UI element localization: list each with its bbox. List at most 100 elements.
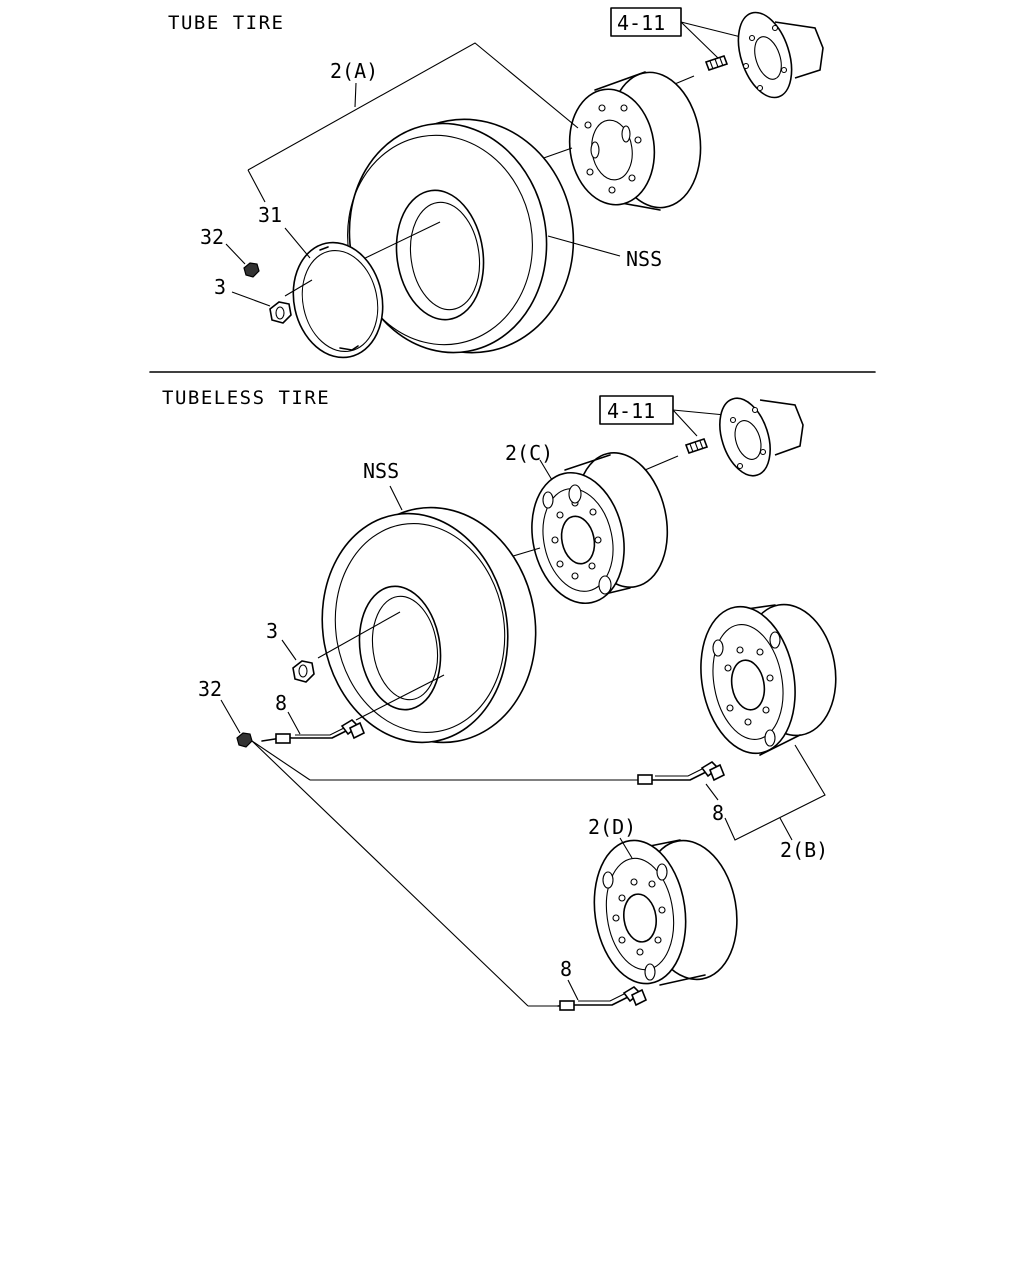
tube-ring-label: 31: [258, 203, 282, 227]
tubeless-nut-leader: [281, 639, 297, 661]
tubeless-wheel-b-vent-hole: [764, 729, 776, 747]
tube-axis-ring: [284, 279, 313, 297]
tubeless-valve-3-cap: [559, 1000, 575, 1011]
tubeless-wheel-b-bolt-hole: [726, 704, 734, 712]
tube-wheel[interactable]: [562, 66, 709, 213]
tubeless-hub[interactable]: [711, 392, 804, 482]
tube-wheel-bolt-hole: [608, 186, 616, 194]
tubeless-valve-1-nut: [348, 721, 366, 740]
tubeless-wheel-b-face-ring: [712, 624, 784, 740]
tube-hub[interactable]: [729, 6, 824, 105]
tubeless-hub-bore: [734, 420, 762, 460]
tubeless-wheel-b-bolt-hole: [756, 648, 764, 656]
tubeless-wheel-d-bore: [623, 893, 657, 943]
tubeless-link-to-valve-3-diagonal: [251, 740, 529, 1007]
tubeless-nut-cap-shape: [236, 732, 253, 748]
tubeless-wheel-d-bolt-hole: [618, 936, 626, 944]
tube-hub-bolt-hole: [756, 84, 764, 92]
tube-ref-leader-stud: [680, 21, 719, 59]
tube-ring-gap: [339, 345, 359, 351]
tubeless-wheel-d-bolt-hole: [630, 878, 638, 886]
tube-hub-flange: [737, 11, 793, 99]
tube-ref-leader-hub: [680, 21, 746, 39]
tube-stud[interactable]: [704, 54, 729, 72]
tube-tire[interactable]: [331, 103, 592, 370]
tubeless-stud-thread: [699, 440, 704, 450]
tubeless-tire-bead-inner: [371, 595, 439, 701]
tube-ref-box[interactable]: 4-11: [610, 7, 746, 59]
tubeless-hub-bolt-hole: [759, 448, 767, 456]
tubeless-wheel-d-vent-hole: [656, 863, 668, 881]
tubeless-wheel-b-bolt-hole: [766, 674, 774, 682]
tubeless-section-title: TUBELESS TIRE: [162, 387, 330, 409]
tubeless-wheel-c-bolt-hole: [589, 508, 597, 516]
tubeless-axis-stud: [644, 455, 679, 471]
tube-wheel-bolt-hole: [628, 174, 636, 182]
tube-section-title: TUBE TIRE: [168, 12, 284, 34]
tube-side-ring[interactable]: [283, 234, 393, 366]
tube-nut-cap-shape: [243, 262, 260, 278]
tubeless-nut-cap-label: 32: [198, 677, 222, 701]
tube-hub-bore: [754, 36, 782, 80]
tube-tire-label: NSS: [626, 247, 662, 271]
tubeless-wheel-b-bracket: [724, 744, 826, 841]
tubeless-valve-3[interactable]: [557, 985, 648, 1011]
tubeless-tire-tread-line: [334, 523, 506, 733]
tube-stud-thread: [719, 57, 724, 67]
tubeless-wheel-c-label: 2(C): [505, 441, 553, 465]
tube-bracket-line: [247, 42, 579, 171]
tubeless-wheel-b-label: 2(B): [780, 838, 828, 862]
tube-nut-cap[interactable]: [243, 262, 260, 278]
tubeless-wheel-d-bolt-hole: [648, 880, 656, 888]
tubeless-hub-body: [759, 399, 804, 456]
tubeless-nut[interactable]: [292, 660, 315, 683]
tube-ring-gap: [319, 246, 329, 251]
tubeless-wheel-b-bracket-line: [779, 817, 793, 841]
tube-hub-bolt-hole: [742, 62, 750, 70]
tube-hub-body: [774, 21, 824, 79]
tubeless-valve-2[interactable]: [637, 760, 726, 785]
tubeless-wheel-c[interactable]: [520, 444, 679, 612]
tubeless-valve-3-label: 8: [560, 957, 572, 981]
tubeless-wheel-c-vent-hole: [568, 484, 582, 504]
tube-nut-cap-leader: [225, 243, 246, 265]
tubeless-stud[interactable]: [684, 437, 709, 455]
tubeless-stud-thread: [694, 441, 699, 451]
tubeless-wheel-b-vent-hole: [712, 639, 724, 657]
tubeless-valve-1-leader: [287, 711, 301, 735]
tubeless-ref-leader-stud: [672, 409, 698, 437]
tube-nut-leader: [231, 291, 271, 307]
tubeless-tire-leader: [389, 485, 403, 511]
tubeless-valve-2-nut: [708, 763, 726, 782]
tubeless-wheel-d-edge: [659, 974, 706, 986]
tube-hub-bolt-hole: [748, 34, 756, 42]
tubeless-wheel-d-bolt-hole: [658, 906, 666, 914]
tubeless-axis-tire: [317, 611, 401, 659]
tubeless-wheel-b-bolt-hole: [736, 646, 744, 654]
tube-wheel-bolt-hole: [598, 104, 606, 112]
tube-nut[interactable]: [269, 301, 292, 324]
tubeless-ref-label: 4-11: [607, 399, 655, 423]
tube-wheel-bolt-hole: [634, 136, 642, 144]
tubeless-wheel-d-bolt-hole: [654, 936, 662, 944]
tubeless-wheel-d-vent-hole: [602, 871, 614, 889]
tubeless-valve-1[interactable]: [261, 718, 366, 744]
tubeless-tire-bead: [358, 585, 442, 711]
tube-axis-tire: [356, 221, 441, 263]
tubeless-ref-box[interactable]: 4-11: [599, 395, 726, 437]
tubeless-wheel-b-vent-hole: [769, 631, 781, 649]
tube-wheel-label: 2(A): [330, 59, 378, 83]
tubeless-wheel-c-vent-hole: [542, 491, 554, 509]
tube-ref-label: 4-11: [617, 11, 665, 35]
tubeless-wheel-c-bore: [560, 515, 596, 565]
tubeless-nut-cap[interactable]: [236, 732, 253, 748]
tubeless-wheel-c-vent-hole: [598, 575, 612, 595]
tubeless-tire[interactable]: [304, 492, 554, 758]
tubeless-wheel-d[interactable]: [585, 833, 747, 989]
tubeless-wheel-b[interactable]: [690, 597, 846, 761]
tubeless-valve-3-leader: [567, 979, 579, 1001]
tube-nut-label: 3: [214, 275, 226, 299]
tubeless-wheel-b-bracket-line: [724, 744, 826, 841]
tubeless-tire-section: TUBELESS TIRE 4-11: [162, 387, 846, 1011]
